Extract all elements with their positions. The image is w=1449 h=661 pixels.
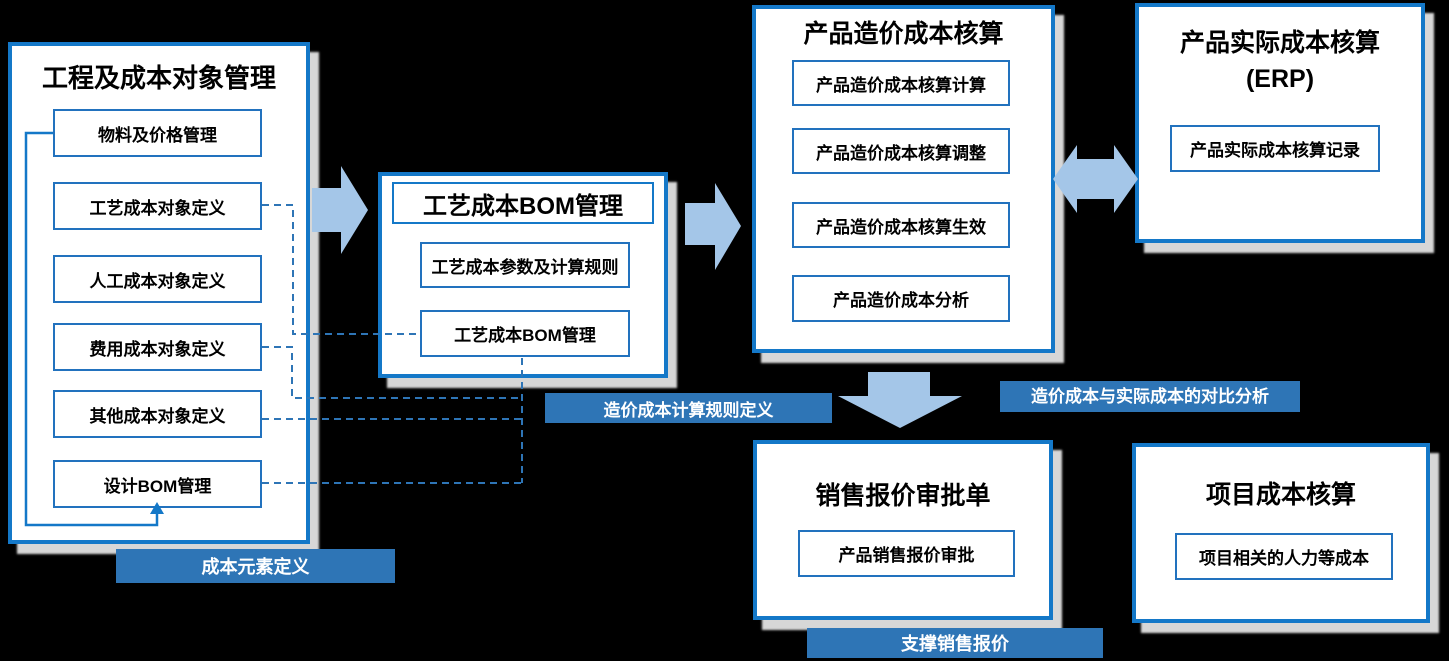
node-costing-effective: 产品造价成本核算生效 — [792, 202, 1010, 248]
label-support-sales-quote: 支撑销售报价 — [807, 628, 1103, 658]
arrow-right-icon — [685, 183, 741, 270]
label-compare-analysis-text: 造价成本与实际成本的对比分析 — [1031, 387, 1269, 406]
node-costing-adjust: 产品造价成本核算调整 — [792, 128, 1010, 174]
node-process-cost-bom: 工艺成本BOM管理 — [420, 310, 630, 357]
node-costing-analysis: 产品造价成本分析 — [792, 275, 1010, 322]
label-cost-element-definition: 成本元素定义 — [116, 549, 395, 583]
panel-actual-cost-title-line2: (ERP) — [1245, 65, 1315, 93]
panel-actual-cost-title-line1: 产品实际成本核算 — [1179, 29, 1380, 57]
arrow-right-icon — [312, 166, 368, 254]
panel-process-cost-bom-title: 工艺成本BOM管理 — [392, 182, 654, 224]
node-labor-cost-object: 人工成本对象定义 — [53, 255, 262, 303]
node-process-cost-object: 工艺成本对象定义 — [53, 182, 262, 230]
node-design-bom-mgmt: 设计BOM管理 — [53, 460, 262, 508]
node-costing-calc: 产品造价成本核算计算 — [792, 60, 1010, 106]
node-material-price-mgmt: 物料及价格管理 — [53, 109, 262, 157]
panel-actual-cost-erp: 产品实际成本核算 (ERP) 产品实际成本核算记录 — [1135, 3, 1425, 243]
panel-product-costing: 产品造价成本核算 产品造价成本核算计算 产品造价成本核算调整 产品造价成本核算生… — [752, 5, 1055, 353]
panel-sales-quote-approval: 销售报价审批单 产品销售报价审批 — [753, 440, 1053, 620]
label-compare-analysis-bar — [1000, 381, 1300, 412]
node-product-sales-quote-approval: 产品销售报价审批 — [798, 530, 1015, 577]
node-actual-cost-record: 产品实际成本核算记录 — [1170, 125, 1380, 172]
node-process-cost-params: 工艺成本参数及计算规则 — [420, 242, 630, 288]
panel-project-costing-title: 项目成本核算 — [1205, 481, 1356, 509]
node-project-related-cost: 项目相关的人力等成本 — [1175, 533, 1393, 580]
panel-sales-quote-title: 销售报价审批单 — [815, 482, 991, 510]
panel-process-cost-bom: 工艺成本BOM管理 工艺成本参数及计算规则 工艺成本BOM管理 — [378, 172, 668, 378]
panel-project-costing: 项目成本核算 项目相关的人力等成本 — [1132, 443, 1430, 623]
arrow-down-icon — [838, 372, 962, 428]
node-other-cost-object: 其他成本对象定义 — [53, 390, 262, 438]
arrow-double-horizontal-icon — [1053, 145, 1138, 213]
panel-engineering-title: 工程及成本对象管理 — [41, 63, 276, 93]
panel-engineering-cost-object: 工程及成本对象管理 物料及价格管理 工艺成本对象定义 人工成本对象定义 费用成本… — [8, 42, 310, 544]
label-calc-rule-definition: 造价成本计算规则定义 — [545, 393, 832, 423]
node-expense-cost-object: 费用成本对象定义 — [53, 323, 262, 371]
panel-product-costing-title: 产品造价成本核算 — [803, 20, 1004, 48]
